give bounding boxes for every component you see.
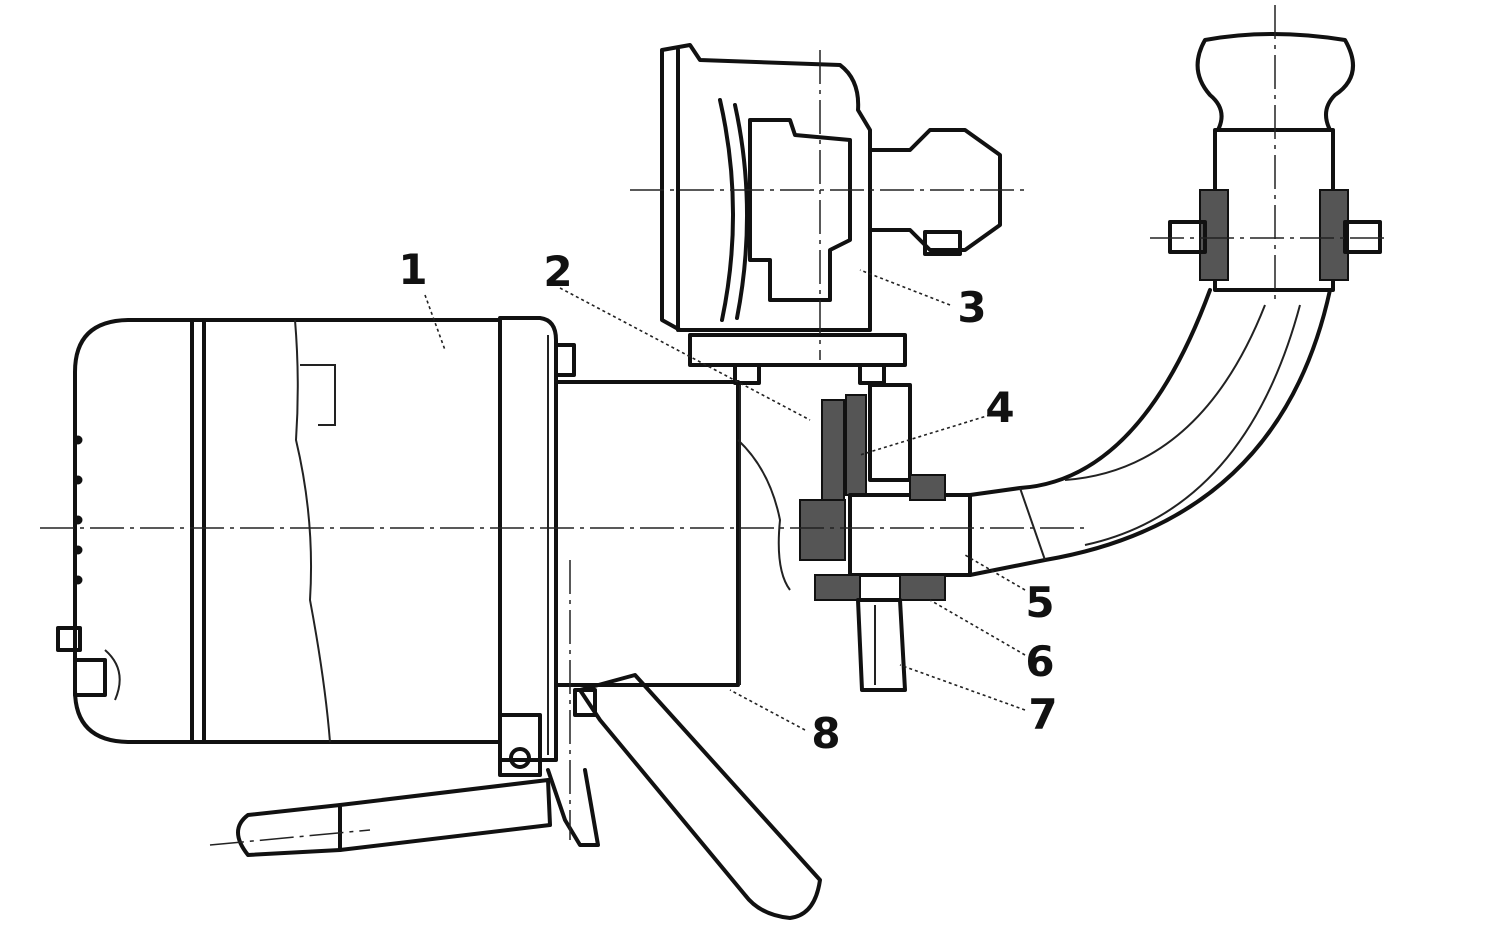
label-part-8: 8 — [811, 709, 841, 758]
center-lines — [40, 5, 1385, 846]
gearbox — [660, 43, 1002, 385]
discharge-pipe — [968, 32, 1382, 577]
label-part-6: 6 — [1025, 637, 1055, 686]
support-legs — [236, 673, 822, 920]
label-part-3: 3 — [957, 283, 987, 332]
seal-assembly — [799, 383, 972, 692]
tank-flange — [498, 316, 576, 777]
pump-housing — [554, 380, 791, 687]
label-part-1: 1 — [398, 245, 428, 294]
leader-lines — [424, 269, 1026, 731]
label-part-2: 2 — [543, 247, 573, 296]
label-part-7: 7 — [1028, 690, 1058, 739]
label-part-5: 5 — [1025, 578, 1055, 627]
tank-body — [56, 318, 502, 744]
label-part-4: 4 — [985, 383, 1015, 432]
